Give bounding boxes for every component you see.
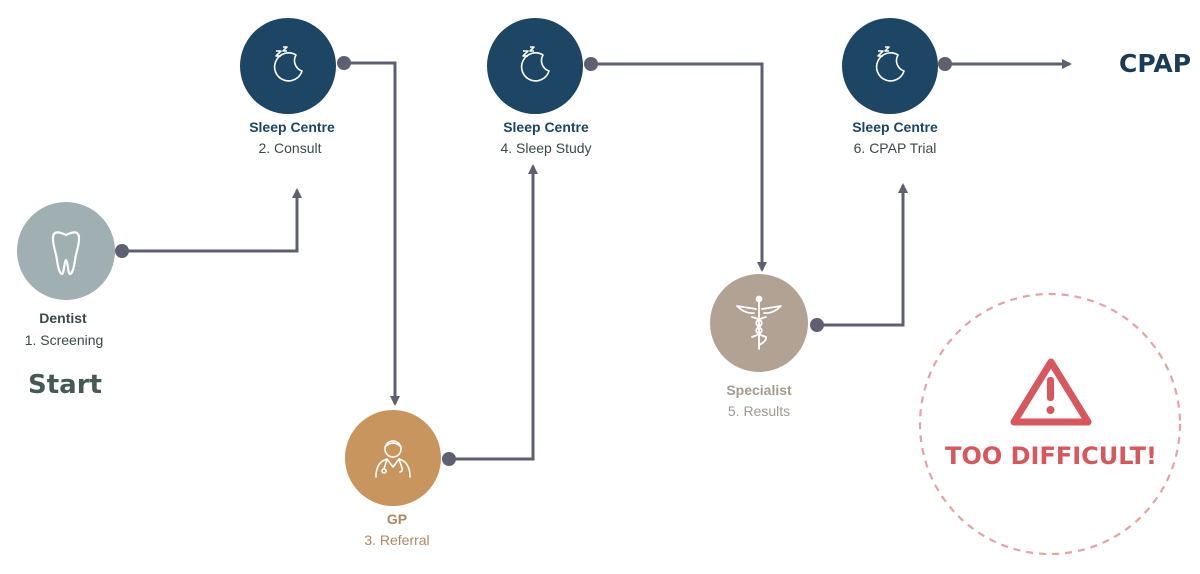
moon-zzz-icon	[875, 46, 905, 82]
cpap-label: CPAP	[1119, 49, 1191, 78]
connector-study-to-specialist	[591, 62, 767, 272]
connector-dot	[115, 244, 129, 258]
step-subtitle: 2. Consult	[258, 140, 321, 156]
connector-dentist-to-consult	[122, 188, 302, 253]
step-cpap-trial: Sleep Centre 6. CPAP Trial	[842, 18, 938, 156]
moon-zzz-icon	[520, 46, 550, 82]
step-gp: GP 3. Referral	[345, 410, 441, 548]
step-title: Sleep Centre	[852, 119, 938, 135]
step-subtitle: 6. CPAP Trial	[854, 140, 937, 156]
warning-dashed-circle	[918, 292, 1182, 556]
step-title: Dentist	[39, 310, 87, 326]
caduceus-icon	[736, 295, 782, 350]
connector-consult-to-gp	[344, 61, 400, 406]
connectors	[122, 59, 1072, 461]
warning-triangle-icon	[1010, 358, 1092, 426]
step-title: Sleep Centre	[503, 119, 589, 135]
doctor-icon	[375, 440, 411, 478]
step-subtitle: 5. Results	[728, 403, 790, 419]
step-specialist: Specialist 5. Results	[710, 274, 808, 419]
connector-gp-to-study	[449, 164, 538, 461]
connector-specialist-to-trial	[817, 183, 908, 327]
warning-callout: TOO DIFFICULT!	[918, 292, 1182, 556]
tooth-icon	[51, 231, 81, 276]
node-circle	[240, 18, 336, 114]
step-dentist: Dentist 1. Screening	[17, 202, 115, 348]
step-title: GP	[387, 511, 407, 527]
warning-text: TOO DIFFICULT!	[945, 442, 1157, 470]
node-circle	[487, 18, 583, 114]
node-circle	[842, 18, 938, 114]
connector-dot	[337, 56, 351, 70]
step-sleep-study: Sleep Centre 4. Sleep Study	[487, 18, 592, 156]
connector-dot	[938, 57, 952, 71]
node-circle	[17, 202, 115, 300]
connector-dot	[442, 452, 456, 466]
step-subtitle: 1. Screening	[25, 332, 104, 348]
step-subtitle: 4. Sleep Study	[500, 140, 591, 156]
start-label: Start	[28, 370, 102, 400]
step-subtitle: 3. Referral	[364, 532, 429, 548]
moon-zzz-icon	[273, 46, 303, 82]
step-title: Specialist	[726, 382, 792, 398]
connector-dot	[810, 318, 824, 332]
step-consult: Sleep Centre 2. Consult	[240, 18, 336, 156]
node-circle	[345, 410, 441, 506]
step-title: Sleep Centre	[249, 119, 335, 135]
connector-dots	[115, 56, 952, 466]
connector-dot	[584, 57, 598, 71]
